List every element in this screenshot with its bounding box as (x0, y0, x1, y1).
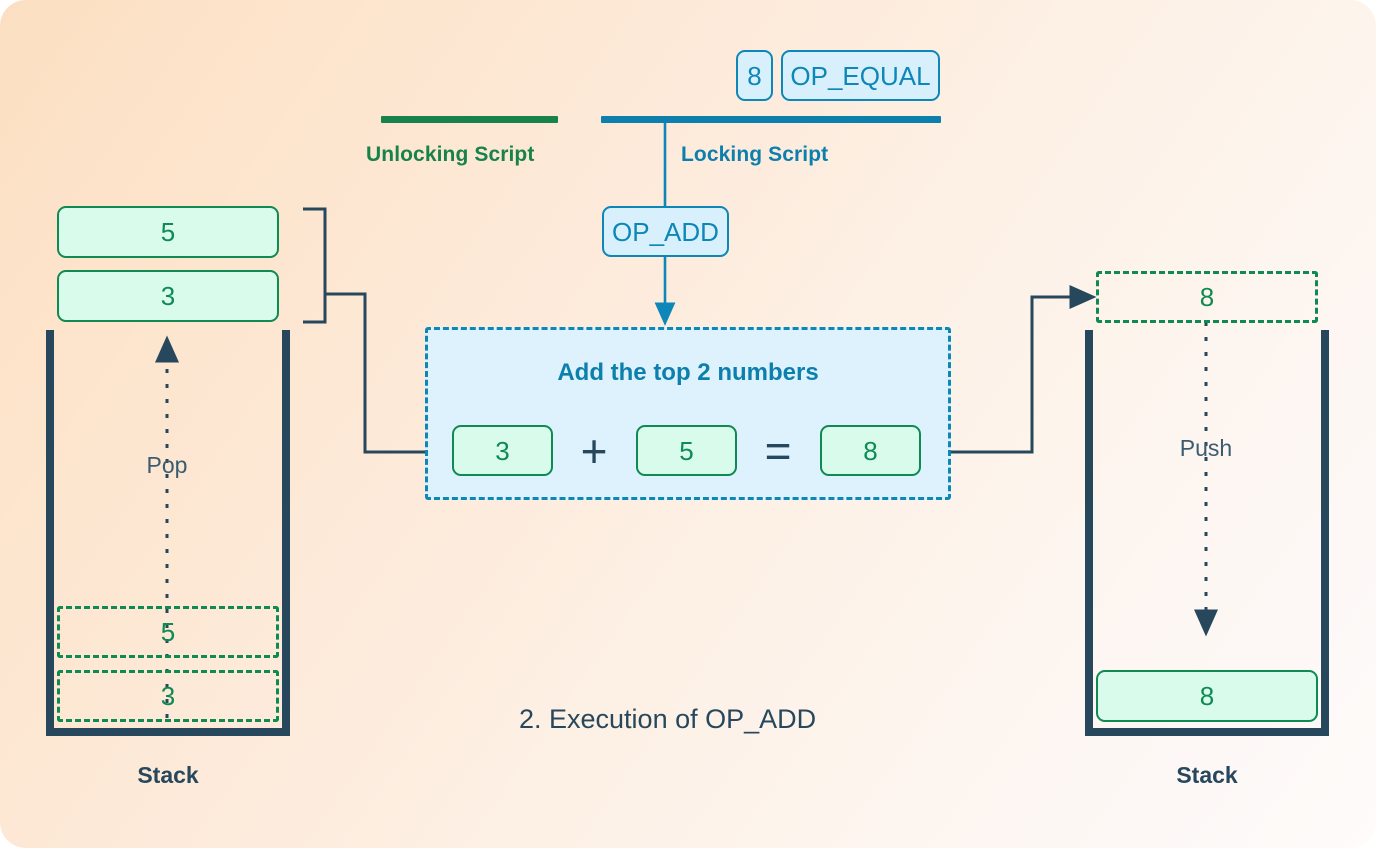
right-stored-item-0: 8 (1096, 670, 1318, 722)
left-ghost-item-0: 5 (57, 606, 279, 658)
right-stack-wall-bottom (1085, 728, 1329, 736)
operand-a-value: 3 (495, 435, 510, 466)
popped-item-1-value: 3 (160, 281, 176, 311)
left-ghost-item-1-value: 3 (160, 681, 176, 711)
operation-result: 8 (820, 425, 921, 476)
unlocking-script-label: Unlocking Script (366, 143, 535, 166)
right-stack-wall-right (1321, 330, 1329, 736)
operand-b: 5 (636, 425, 737, 476)
operand-b-value: 5 (679, 435, 694, 466)
locking-script-label: Locking Script (681, 143, 829, 166)
locking-token-op-equal-label: OP_EQUAL (790, 60, 931, 91)
opcode-op-add[interactable]: OP_ADD (602, 206, 729, 257)
locking-token-8[interactable]: 8 (736, 50, 773, 101)
plus-symbol: + (572, 425, 616, 476)
left-stack-wall-bottom (46, 728, 290, 736)
left-stack-wall-left (46, 330, 54, 736)
right-stack-wall-left (1085, 330, 1093, 736)
left-stack-action-label: Pop (146, 452, 188, 478)
diagram-caption: 2. Execution of OP_ADD (519, 704, 817, 734)
locking-token-op-equal[interactable]: OP_EQUAL (781, 50, 940, 101)
left-stack-wall-right (282, 330, 290, 736)
operand-a: 3 (452, 425, 553, 476)
popped-item-0: 5 (57, 206, 279, 258)
left-stack-name: Stack (137, 762, 199, 788)
popped-item-0-value: 5 (160, 217, 176, 247)
left-ghost-item-1: 3 (57, 670, 279, 722)
plus-symbol-glyph: + (580, 424, 608, 477)
left-ghost-item-0-value: 5 (160, 617, 176, 647)
equals-symbol-glyph: = (764, 424, 792, 477)
pop-bracket-connector (303, 207, 425, 454)
operation-result-value: 8 (863, 435, 878, 466)
locking-script-bar (601, 116, 941, 123)
push-result-connector (950, 285, 1097, 454)
equals-symbol: = (756, 425, 800, 476)
right-incoming-item-value: 8 (1199, 282, 1215, 312)
right-stack-action-label: Push (1179, 435, 1233, 461)
popped-item-1: 3 (57, 270, 279, 322)
operation-title: Add the top 2 numbers (557, 359, 819, 386)
opcode-op-add-label: OP_ADD (612, 216, 719, 247)
right-incoming-item: 8 (1096, 271, 1318, 323)
right-stack-name: Stack (1176, 762, 1238, 788)
right-stored-item-0-value: 8 (1199, 681, 1215, 711)
locking-token-8-label: 8 (747, 60, 762, 91)
unlocking-script-bar (381, 116, 558, 123)
